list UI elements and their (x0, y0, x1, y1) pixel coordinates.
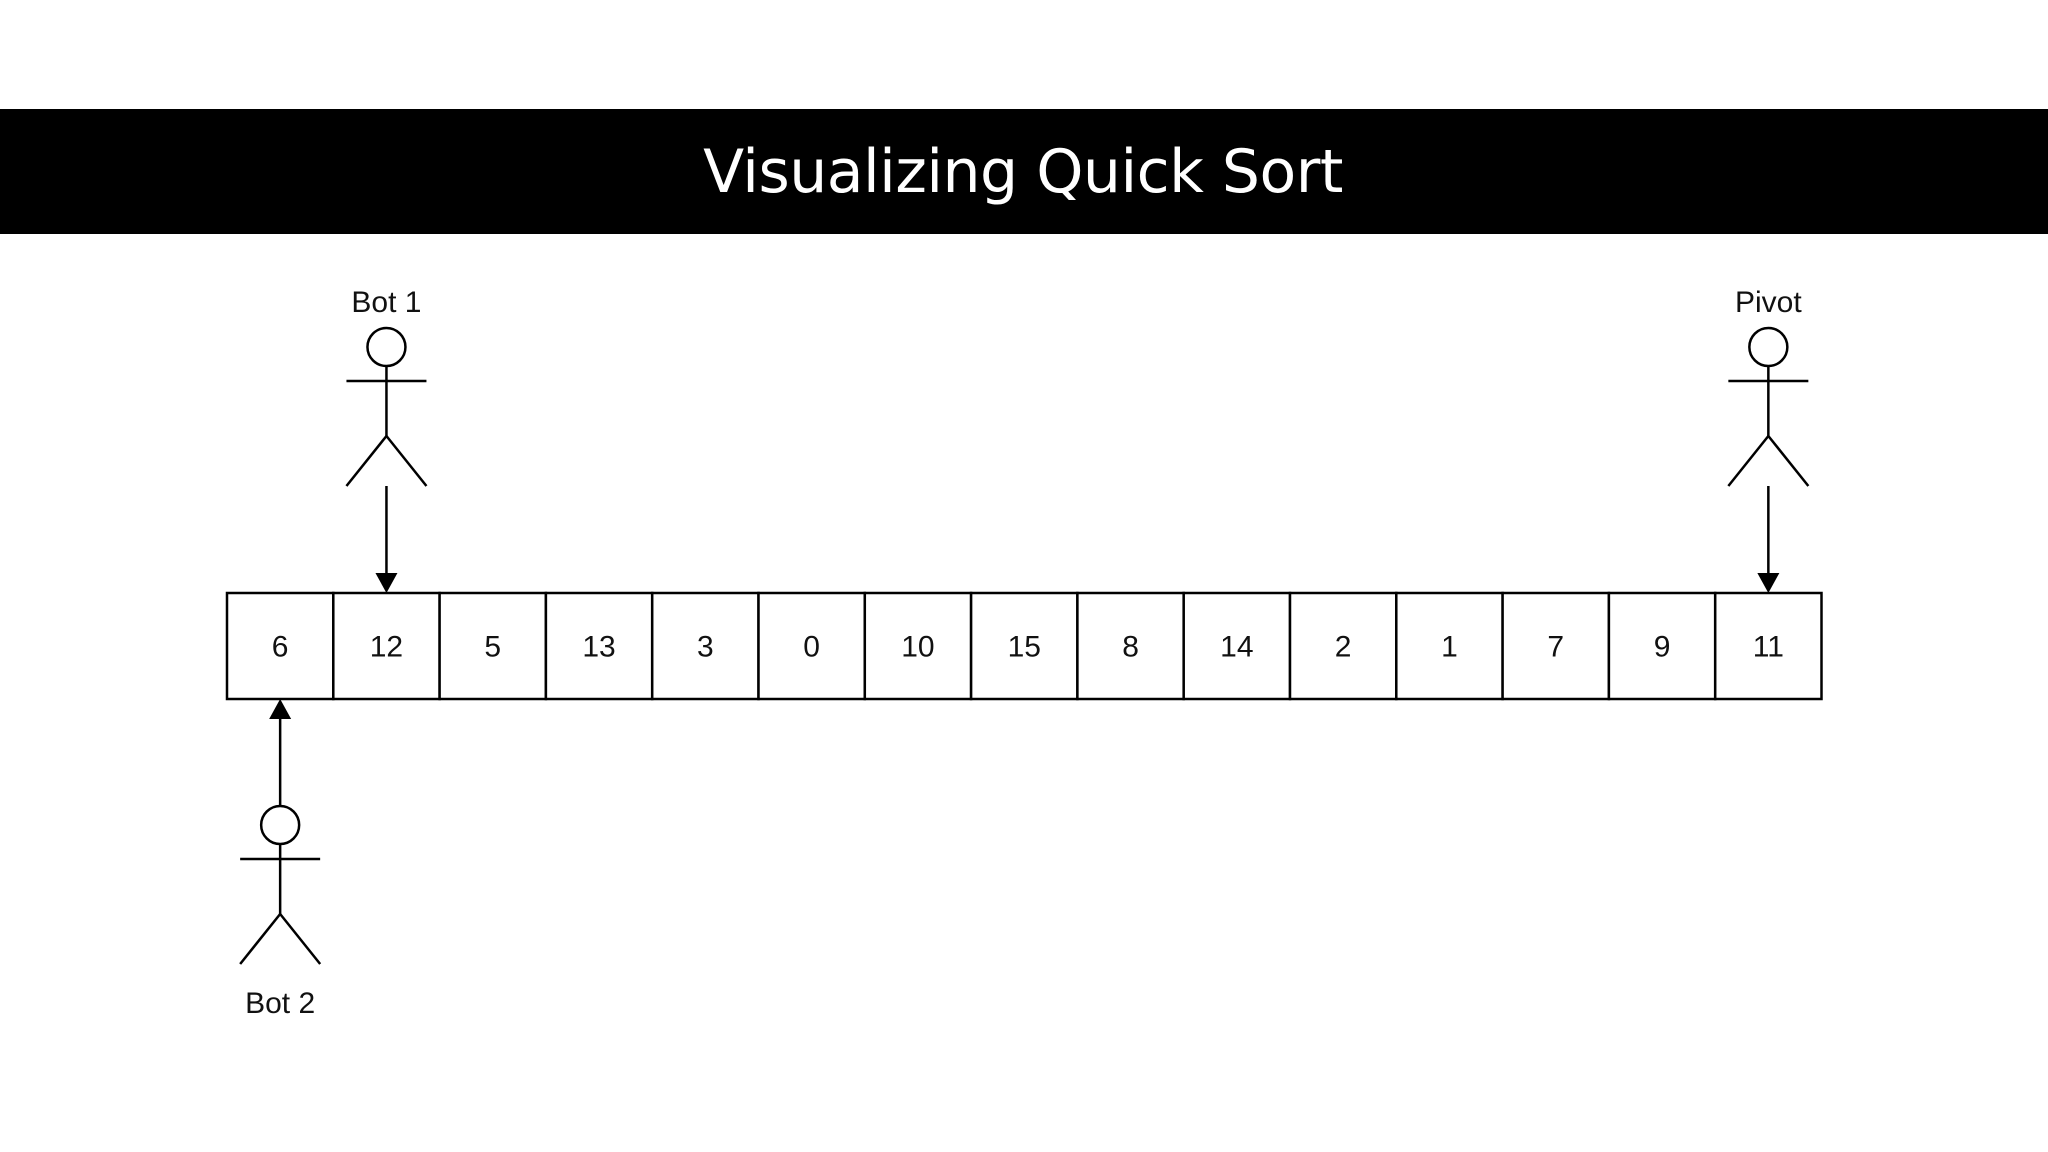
actor-head (366, 326, 407, 368)
title-bar: Visualizing Quick Sort (0, 109, 2048, 234)
actor-left-leg (239, 913, 282, 965)
array-cell: 1 (1395, 591, 1504, 701)
actor-left-leg (1727, 435, 1770, 487)
array-cell-value: 3 (697, 631, 714, 664)
actor-label: Bot 1 (351, 286, 421, 319)
array-cell: 9 (1607, 591, 1717, 701)
array-cell-box (650, 591, 760, 701)
array-cell: 14 (1182, 591, 1292, 701)
actor-head (1748, 326, 1789, 368)
actor-head (259, 804, 301, 846)
array-cell-value: 7 (1547, 631, 1564, 664)
actor-bot-1: Bot 1 (345, 286, 428, 593)
array-cell: 13 (544, 591, 654, 701)
array-cell-value: 5 (484, 631, 501, 664)
actor-right-leg (1767, 435, 1810, 487)
array-cell-value: 6 (272, 631, 289, 664)
pointer-arrow-head (269, 699, 292, 719)
page-title: Visualizing Quick Sort (703, 136, 1343, 207)
array-cell: 11 (1713, 591, 1823, 701)
actor-pivot: Pivot (1727, 286, 1810, 593)
array-cell: 5 (438, 591, 548, 701)
pointer-arrow-head (1757, 573, 1780, 593)
actor-label: Bot 2 (245, 987, 315, 1020)
array-cell: 3 (650, 591, 760, 701)
actor-bot-2: Bot 2 (239, 699, 322, 1020)
array-cell-box (969, 591, 1079, 701)
array-cell-value: 8 (1122, 631, 1139, 664)
array-cell-box (1182, 591, 1292, 701)
array-cell-box (1288, 591, 1398, 701)
array-cell-value: 15 (1008, 631, 1041, 664)
array-cell-value: 1 (1441, 631, 1458, 664)
array-cell-box (1076, 591, 1185, 701)
array-cell: 2 (1288, 591, 1398, 701)
pointer-arrow-head (375, 573, 398, 593)
array-cell-box (863, 591, 973, 701)
actor-left-leg (345, 435, 388, 487)
array-cell-box (757, 591, 867, 701)
actor-label: Pivot (1735, 286, 1802, 319)
array-cell-value: 9 (1654, 631, 1671, 664)
array-cell-box (1607, 591, 1717, 701)
array-cell: 15 (969, 591, 1079, 701)
array-cell: 6 (225, 591, 335, 701)
actor-right-leg (279, 913, 322, 965)
array-cell-box (1395, 591, 1504, 701)
actor-right-leg (385, 435, 428, 487)
array-cell-value: 0 (803, 631, 820, 664)
array-cell-value: 2 (1335, 631, 1352, 664)
array-cell-box (1713, 591, 1823, 701)
array-cell-box (544, 591, 654, 701)
array-cell: 12 (332, 591, 441, 701)
array-cell: 0 (757, 591, 867, 701)
array-cell-value: 13 (582, 631, 615, 664)
array-cells: 6 12 5 13 3 0 10 15 8 14 2 1 7 9 11 (225, 591, 1823, 701)
array-cell-box (1501, 591, 1611, 701)
array-cell-value: 12 (370, 631, 403, 664)
array-cell: 8 (1076, 591, 1185, 701)
array-cell-value: 10 (901, 631, 934, 664)
array-cell: 7 (1501, 591, 1611, 701)
array-cell-value: 11 (1753, 631, 1784, 664)
array-cell: 10 (863, 591, 973, 701)
array-cell-value: 14 (1220, 631, 1253, 664)
